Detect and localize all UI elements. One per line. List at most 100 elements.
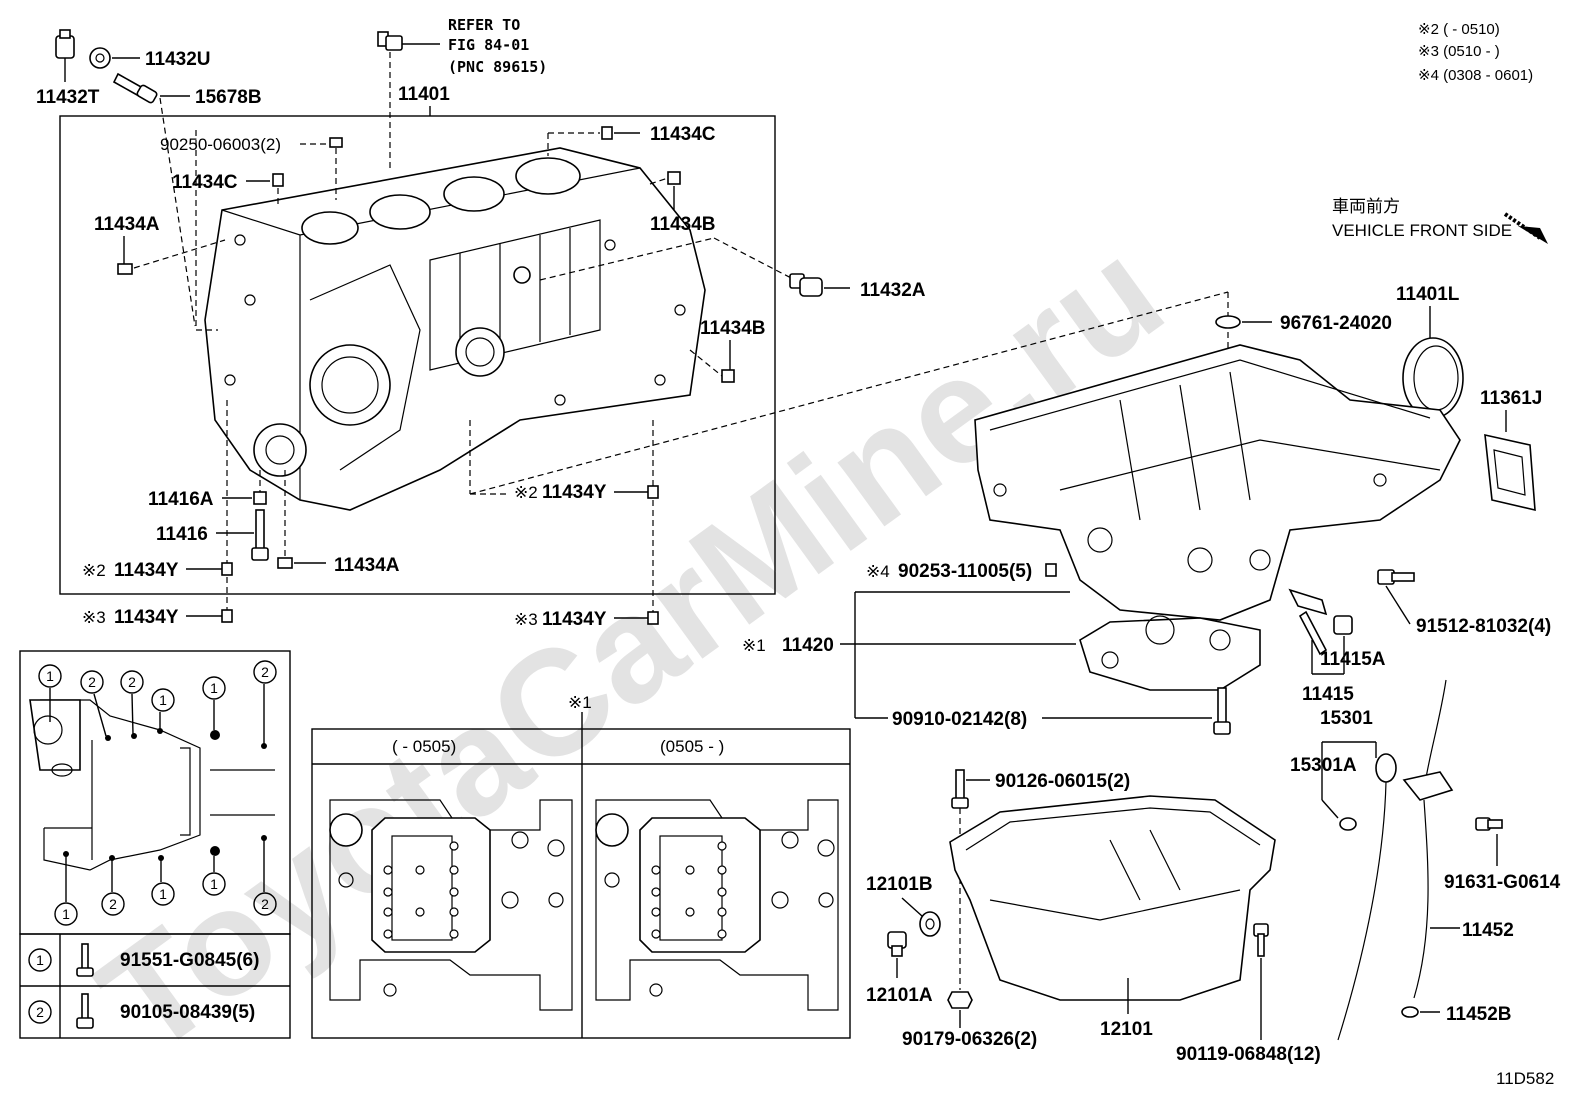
mark-4: ※4 <box>866 562 890 581</box>
label-90910: 90910-02142(8) <box>892 709 1027 730</box>
front-arrow-icon <box>1503 212 1548 244</box>
refer-line1: REFER TO <box>448 16 520 34</box>
stiffening-crankcase-illustration <box>974 344 1461 621</box>
bolt-layout-illustration <box>29 699 275 871</box>
callout-1-c <box>202 676 226 700</box>
direction-en: VEHICLE FRONT SIDE <box>1332 221 1512 240</box>
washer-11432U-icon <box>89 47 111 69</box>
inset-frame <box>311 728 851 1039</box>
pin-11434Y-left3-icon <box>221 609 233 623</box>
label-11434C-left: 11434C <box>172 172 238 193</box>
callout-1-d-text: 1 <box>62 906 70 922</box>
label-11452B: 11452B <box>1446 1004 1512 1025</box>
pin-11416A-icon <box>253 491 267 505</box>
refer-line2: FIG 84-01 <box>448 36 529 54</box>
figure-id: 11D582 <box>1496 1069 1554 1088</box>
cylinder-block-frame <box>59 115 776 595</box>
callout-1-f-text: 1 <box>210 876 218 892</box>
label-11434Y-mid: 11434Y <box>542 482 607 503</box>
label-11420: 11420 <box>782 635 834 656</box>
label-11416: 11416 <box>156 524 208 545</box>
inset-right-illustration <box>595 799 839 1011</box>
dipstick-guide-11452-icon <box>1402 679 1454 999</box>
label-90253: 90253-11005(5) <box>898 561 1032 582</box>
mark-1-11420: ※1 <box>742 636 766 655</box>
gasket-11361J-icon <box>1484 433 1536 512</box>
callout-1-a <box>38 664 62 688</box>
label-15301A: 15301A <box>1290 755 1357 776</box>
label-11434Y-left2: 11434Y <box>114 560 179 581</box>
dipstick-15301-icon <box>1337 753 1397 1041</box>
callout-2-e <box>253 892 277 916</box>
pin-11434C-top-icon <box>601 126 613 140</box>
label-11416A: 11416A <box>148 489 214 510</box>
legend-bolt1-icon <box>76 943 94 977</box>
pin-11434B-right-icon <box>721 369 735 383</box>
label-11432U: 11432U <box>145 49 211 70</box>
plug-11432T-icon <box>55 29 75 59</box>
legend-row2-num: 2 <box>36 1004 44 1020</box>
callout-2-c <box>253 660 277 684</box>
oil-pump-11420-illustration <box>1079 615 1261 691</box>
note-2: ※2 ( - 0510) <box>1418 21 1500 38</box>
label-11434B-top: 11434B <box>650 214 716 235</box>
label-91631: 91631-G0614 <box>1444 872 1561 893</box>
callout-1-e <box>151 882 175 906</box>
label-15301: 15301 <box>1320 708 1373 729</box>
pin-11434A-bottom-icon <box>277 557 293 569</box>
callout-2-d <box>101 892 125 916</box>
bolt-90119-icon <box>1253 923 1269 957</box>
label-11401L: 11401L <box>1396 284 1460 305</box>
washer-12101B-icon <box>919 911 941 937</box>
callout-1-a-text: 1 <box>46 668 54 684</box>
label-11401: 11401 <box>398 84 450 105</box>
callout-1-b <box>151 688 175 712</box>
pin-11434B-top-icon <box>667 171 681 185</box>
callout-2-e-text: 2 <box>261 896 269 912</box>
pin-11434C-left-icon <box>272 173 284 187</box>
label-11434C-top: 11434C <box>650 124 716 145</box>
callout-2-b <box>120 670 144 694</box>
oring-96761-icon <box>1215 315 1241 329</box>
callout-1-d <box>54 902 78 926</box>
label-11434A-bottom: 11434A <box>334 555 400 576</box>
label-11432A: 11432A <box>860 280 926 301</box>
legend-row2-callout <box>28 1000 52 1024</box>
mark-3-right: ※3 <box>514 610 538 629</box>
label-11415: 11415 <box>1302 684 1354 705</box>
pin-90250-icon <box>329 137 343 148</box>
label-12101B: 12101B <box>866 874 933 895</box>
callout-1-c-text: 1 <box>210 680 218 696</box>
label-11432T: 11432T <box>36 87 100 108</box>
callout-1-b-text: 1 <box>159 692 167 708</box>
callout-1-f <box>202 872 226 896</box>
cylinder-block-illustration <box>204 147 706 511</box>
label-11452: 11452 <box>1462 920 1514 941</box>
pin-11434Y-right3-icon <box>647 611 659 625</box>
bolt-11416-icon <box>251 509 269 561</box>
label-11415A: 11415A <box>1320 649 1386 670</box>
callout-2-c-text: 2 <box>261 664 269 680</box>
label-91512: 91512-81032(4) <box>1416 616 1551 637</box>
note-4: ※4 (0308 - 0601) <box>1418 67 1533 84</box>
label-11434A-left: 11434A <box>94 214 160 235</box>
label-12101: 12101 <box>1100 1019 1153 1040</box>
legend-row1-num: 1 <box>36 952 44 968</box>
oil-pan-12101-illustration <box>949 795 1276 1001</box>
label-11434B-right: 11434B <box>700 318 766 339</box>
valve-15678B-icon <box>112 72 158 104</box>
legend-row1-callout <box>28 948 52 972</box>
bolt-90126-icon <box>951 769 969 809</box>
pin-11434Y-left2-icon <box>221 562 233 576</box>
callout-2-a <box>80 670 104 694</box>
inset-left-range: ( - 0505) <box>392 737 456 756</box>
mark-3-left: ※3 <box>82 608 106 627</box>
label-90119: 90119-06848(12) <box>1176 1044 1321 1065</box>
mark-2-left: ※2 <box>82 561 106 580</box>
refer-line3: (PNC 89615) <box>448 58 547 76</box>
label-15678B: 15678B <box>195 87 262 108</box>
callout-2-b-text: 2 <box>128 674 136 690</box>
refer-bolt-icon <box>377 31 440 51</box>
bolt-90253-icon <box>1045 563 1057 577</box>
